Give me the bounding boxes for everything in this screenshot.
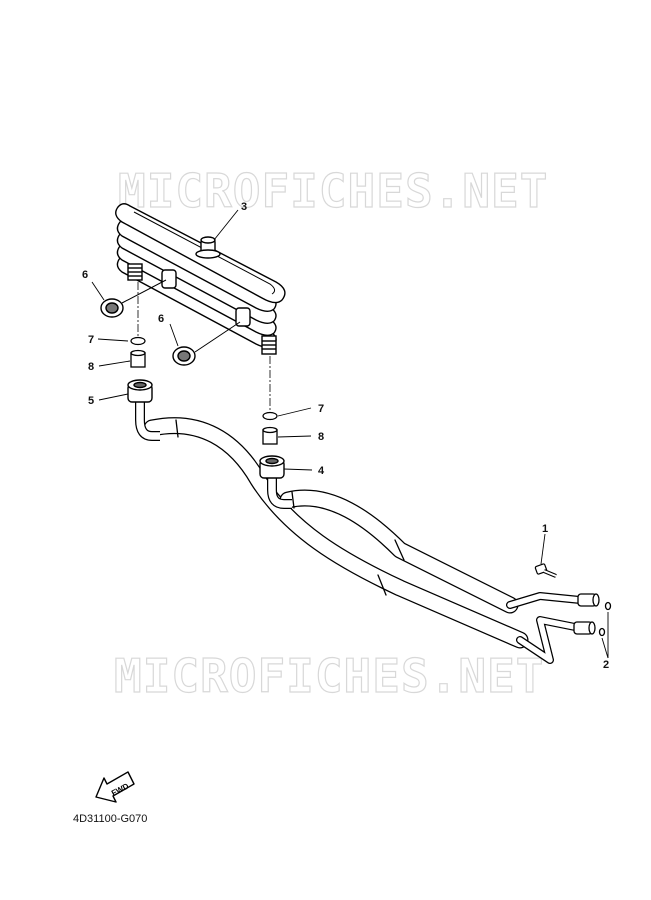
oil-cooler <box>115 203 286 355</box>
union-nut-left <box>127 379 160 441</box>
callout-2: 2 <box>603 659 609 671</box>
grommet-lower-leader <box>194 321 241 353</box>
o-ring-left <box>130 336 146 346</box>
grommet-upper <box>100 298 124 318</box>
callout-4: 4 <box>318 465 325 477</box>
callout-6-lower: 6 <box>158 313 164 325</box>
callout-3: 3 <box>241 201 247 213</box>
pipe-fitting-lower <box>573 621 606 637</box>
callout-8-left: 8 <box>88 361 94 373</box>
forward-arrow-icon: FWD <box>95 771 135 803</box>
collar-right <box>262 426 278 445</box>
bolt <box>534 563 557 578</box>
watermark-bottom: MICROFICHES.NET <box>114 649 544 703</box>
pipe-fitting-upper <box>577 593 612 611</box>
collar-left <box>130 349 146 368</box>
callout-7-right: 7 <box>318 403 324 415</box>
callout-5: 5 <box>88 395 94 407</box>
leader-lines <box>91 209 609 659</box>
callout-7-left: 7 <box>88 334 94 346</box>
o-ring-right <box>262 411 278 421</box>
callout-1: 1 <box>542 523 548 535</box>
watermark-top: MICROFICHES.NET <box>118 164 548 218</box>
grommet-upper-leader <box>121 279 167 304</box>
diagram-code: 4D31100-G070 <box>73 813 148 825</box>
grommet-lower <box>172 346 196 366</box>
union-nut-right <box>259 455 292 509</box>
callout-8-right: 8 <box>318 431 324 443</box>
callout-6-upper: 6 <box>82 269 88 281</box>
oil-hose-assembly <box>143 417 584 664</box>
